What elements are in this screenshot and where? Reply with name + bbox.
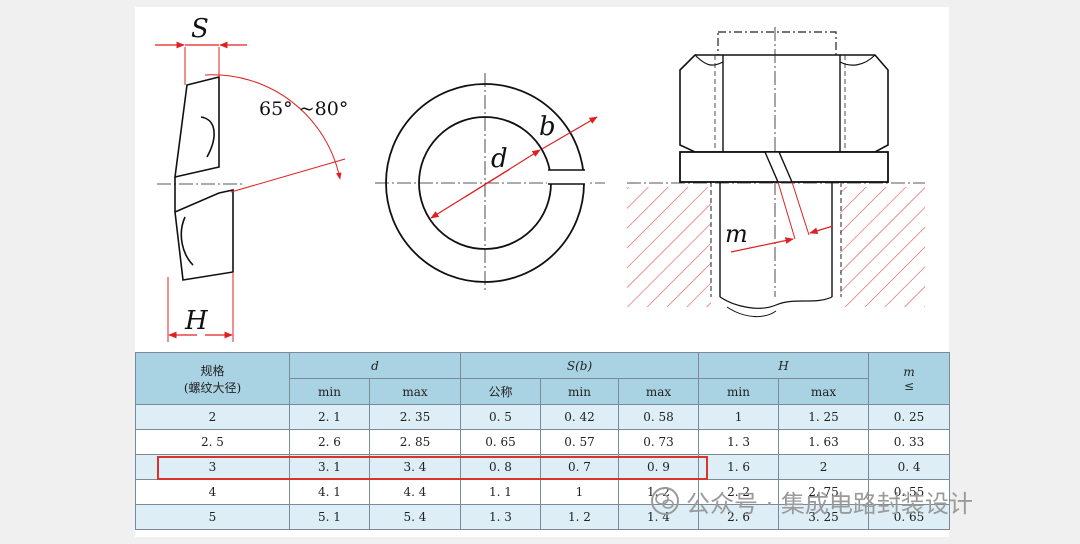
header-spec-label: 规格 xyxy=(200,363,225,378)
subheader-s-nominal: 公称 xyxy=(460,378,541,405)
subheader-h-max: max xyxy=(778,378,870,405)
drawing-sheet: S H 65° ~80° d b xyxy=(135,7,951,537)
washer-top-view: d b xyxy=(375,73,605,291)
header-spec: 规格 (螺纹大径) xyxy=(135,352,290,405)
wechat-icon xyxy=(651,487,679,515)
header-d: d xyxy=(289,352,461,379)
header-m-label: m xyxy=(903,364,915,379)
watermark: 公众号 · 集成电路封装设计 xyxy=(650,484,973,518)
technical-drawings: S H 65° ~80° d b xyxy=(155,14,925,342)
subheader-s-min: min xyxy=(540,378,619,405)
assembly-view: m xyxy=(627,27,925,317)
header-s: S(b) xyxy=(459,352,700,379)
header-m: m ≤ xyxy=(868,352,951,405)
subheader-d-min: min xyxy=(289,378,370,405)
subheader-s-max: max xyxy=(617,378,700,405)
header-m-sub: ≤ xyxy=(903,378,915,393)
label-d: d xyxy=(491,144,508,174)
label-s: S xyxy=(191,14,209,44)
subheader-d-max: max xyxy=(369,378,461,405)
header-h: H xyxy=(698,352,870,379)
label-b: b xyxy=(539,112,556,142)
label-h: H xyxy=(184,306,209,336)
washer-side-view: S H 65° ~80° xyxy=(155,14,348,342)
header-spec-sub: (螺纹大径) xyxy=(183,380,242,395)
subheader-h-min: min xyxy=(698,378,780,405)
spec-table: 规格 (螺纹大径) d S(b) H m ≤ min max 公称 min ma… xyxy=(135,352,951,530)
watermark-text: 公众号 · 集成电路封装设计 xyxy=(686,489,973,518)
label-angle: 65° ~80° xyxy=(259,98,348,120)
label-m: m xyxy=(725,220,748,248)
